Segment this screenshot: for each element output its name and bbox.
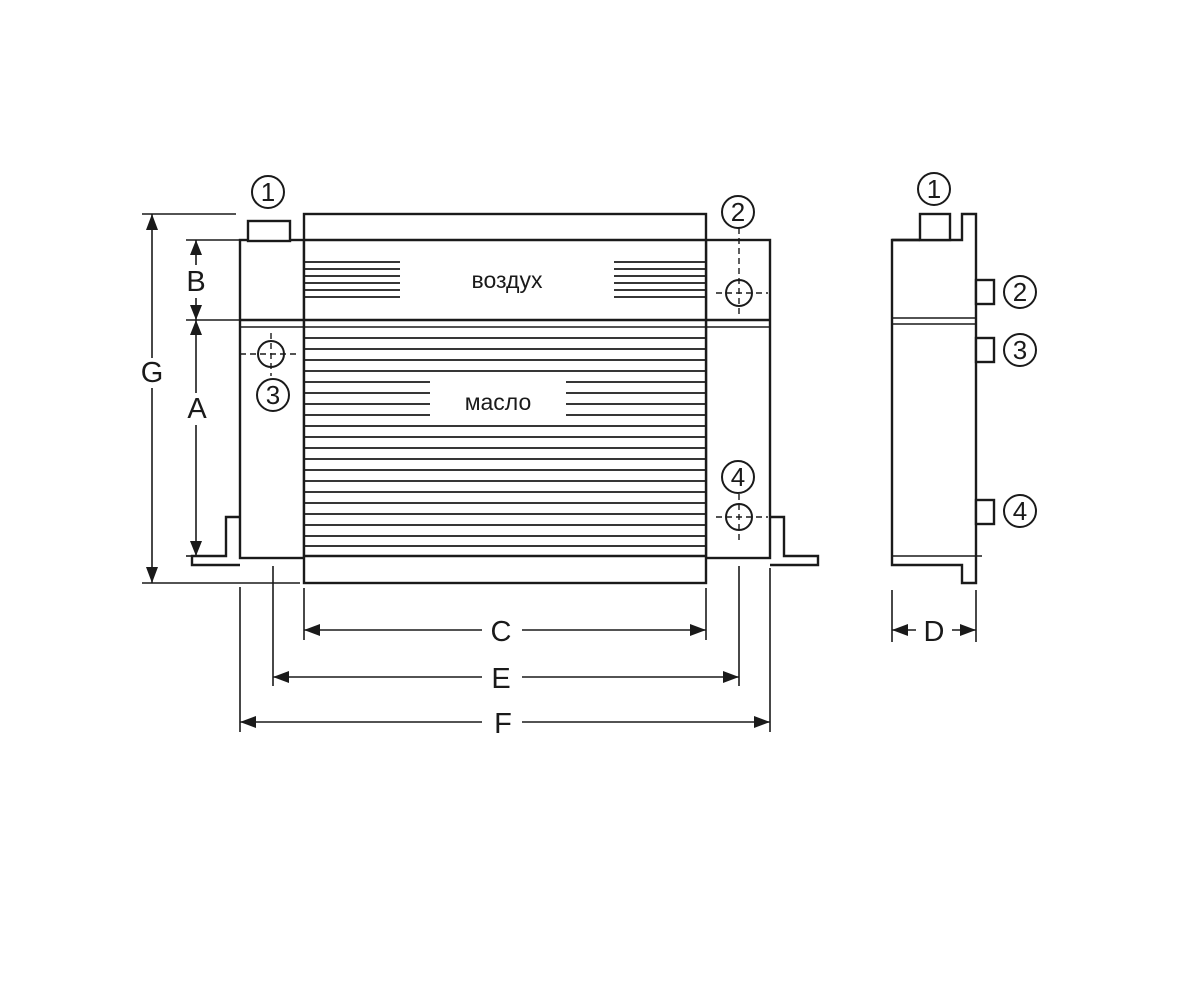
svg-text:1: 1 [927, 174, 941, 204]
front-dimensions: G B A C E F [141, 213, 771, 740]
svg-text:3: 3 [1013, 335, 1027, 365]
side-body [890, 212, 978, 585]
dimension-g: G [141, 357, 164, 389]
side-port-3 [974, 336, 996, 364]
callout-4: 4 [721, 460, 755, 494]
side-top-port-1 [918, 212, 952, 242]
side-callout-2: 2 [1003, 275, 1037, 309]
top-port-1 [246, 219, 292, 243]
oil-fins [304, 337, 706, 547]
side-callout-1: 1 [917, 172, 951, 206]
side-callout-3: 3 [1003, 333, 1037, 367]
side-view: 1 2 3 4 D [890, 172, 1037, 648]
air-fins [304, 261, 706, 298]
svg-text:2: 2 [1013, 277, 1027, 307]
svg-text:2: 2 [731, 197, 745, 227]
svg-text:1: 1 [261, 177, 275, 207]
dimension-d: D [924, 616, 945, 648]
left-mounting-foot [190, 515, 240, 567]
side-port-4 [974, 498, 996, 526]
right-mounting-foot [770, 515, 820, 567]
callout-2: 2 [721, 195, 755, 229]
front-view: воздух масло 1 2 3 [190, 175, 820, 585]
port-4-hole [716, 494, 768, 540]
side-port-2 [974, 278, 996, 306]
dimension-b: B [186, 266, 205, 298]
port-3-hole [240, 333, 298, 376]
oil-label: масло [465, 389, 532, 415]
dimension-e: E [491, 663, 510, 695]
dimension-f: F [494, 708, 512, 740]
side-callout-4: 4 [1003, 494, 1037, 528]
port-2-hole [716, 228, 768, 318]
air-label: воздух [472, 267, 543, 293]
svg-text:4: 4 [1013, 496, 1027, 526]
callout-1: 1 [251, 175, 285, 209]
svg-text:3: 3 [266, 380, 280, 410]
svg-text:4: 4 [731, 462, 745, 492]
callout-3: 3 [256, 378, 290, 412]
dimension-c: C [491, 616, 512, 648]
dimension-a: A [187, 393, 207, 425]
